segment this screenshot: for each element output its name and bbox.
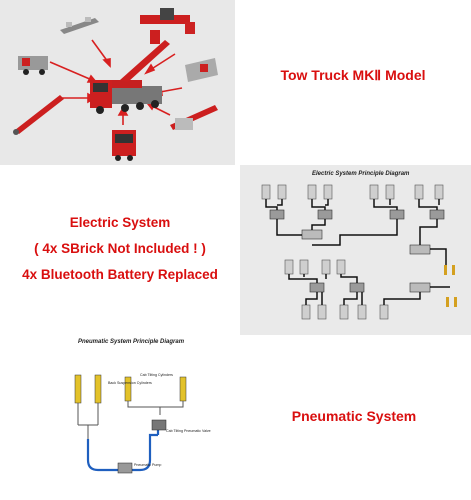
- electric-system-heading: Electric System: [69, 215, 171, 230]
- cab-cylinders-label: Cab Tilting Cylinders: [140, 373, 173, 377]
- model-title: Tow Truck MKⅡ Model: [280, 67, 426, 83]
- winch-part: [185, 58, 218, 82]
- pneumatic-circuit-diagram: Back Suspension Cylinders Cab Tilting Cy…: [74, 373, 211, 474]
- valve-label: Cab Tilting Pneumatic Valve: [166, 429, 211, 433]
- tow-truck-exploded-illustration: [13, 8, 218, 161]
- pneumatic-valve: [151, 419, 167, 431]
- model-title-panel: Tow Truck MKⅡ Model: [235, 0, 471, 165]
- cab-part: [112, 130, 136, 161]
- boom-part: [13, 95, 64, 135]
- electric-diagram-title: Electric System Principle Diagram: [312, 171, 410, 177]
- rear-boom-part: [170, 105, 218, 130]
- chassis-part: [60, 17, 99, 34]
- motor-boxes: [261, 184, 444, 320]
- air-hoses-grey: [77, 401, 184, 439]
- pneumatic-system-heading: Pneumatic System: [291, 408, 417, 424]
- pneumatic-diagram-panel: Pneumatic System Principle Diagram Back …: [0, 335, 237, 500]
- pneumatic-pump: [117, 462, 133, 474]
- battery-note: 4x Bluetooth Battery Replaced: [22, 267, 218, 282]
- electric-wiring-diagram: [261, 184, 457, 320]
- sbrick-note: ( 4x SBrick Not Included ! ): [34, 241, 206, 256]
- crane-head-part: [140, 8, 195, 34]
- cylinders: [74, 374, 187, 404]
- pump-label: Pneumatic Pump: [134, 463, 161, 467]
- model-render-panel: [0, 0, 235, 165]
- wires: [265, 199, 450, 305]
- electric-diagram-panel: Electric System Principle Diagram: [240, 165, 471, 335]
- pneumatic-title-panel: Pneumatic System: [237, 335, 471, 500]
- pneumatic-diagram-title: Pneumatic System Principle Diagram: [78, 339, 185, 345]
- electric-text-panel: Electric System ( 4x SBrick Not Included…: [0, 165, 240, 335]
- light-connectors: [444, 265, 457, 307]
- tow-truck-main: [90, 30, 170, 114]
- back-cylinders-label: Back Suspension Cylinders: [108, 381, 152, 385]
- frame-part: [18, 56, 48, 75]
